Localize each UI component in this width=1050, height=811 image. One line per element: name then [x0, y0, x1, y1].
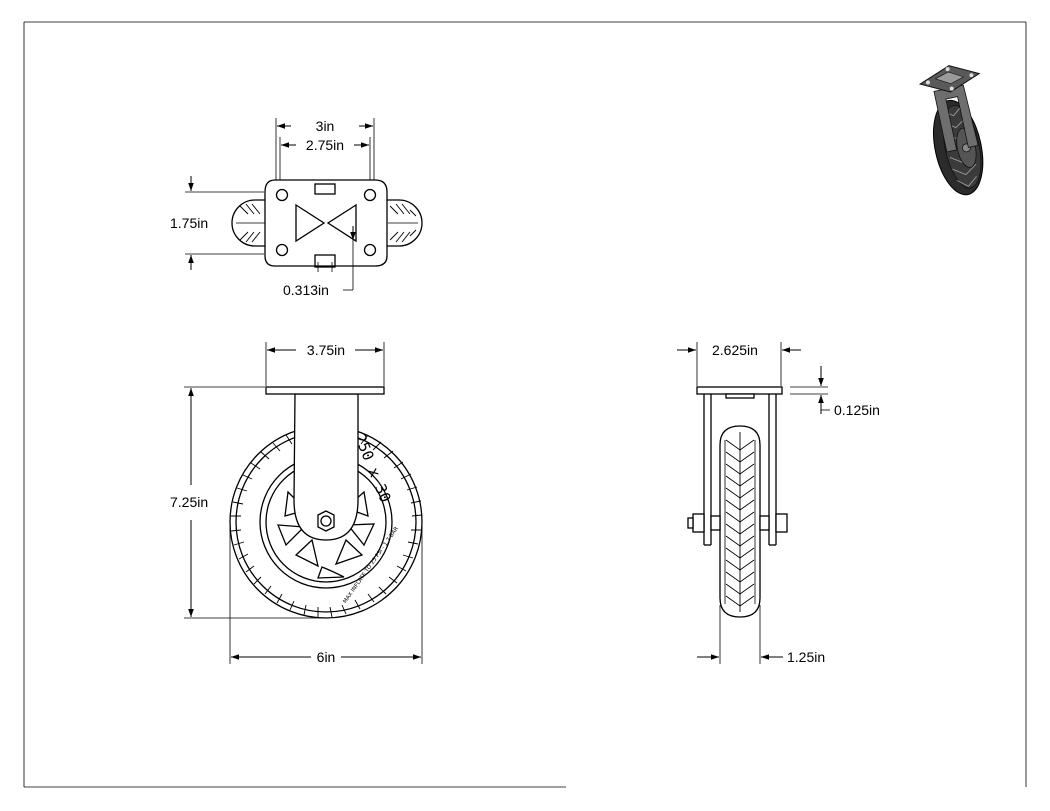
side-tire	[719, 425, 761, 618]
dim-1-75in: 1.75in	[170, 176, 264, 270]
dim-label-3-75in: 3.75in	[307, 342, 345, 358]
top-view: 3in 2.75in 1.75in 0.313in	[170, 118, 423, 298]
front-hub	[277, 490, 376, 579]
isometric-view	[918, 65, 984, 196]
dim-label-7-25in: 7.25in	[170, 494, 208, 510]
dim-2-75in: 2.75in	[279, 137, 371, 180]
dim-label-0-313in: 0.313in	[283, 282, 329, 298]
sheet-border	[23, 21, 1027, 788]
dim-3in: 3in	[275, 118, 375, 180]
front-view: 250 x 30 MAX INFLATE TO 25 PSI - 1.7 BAR…	[170, 342, 423, 665]
front-fork	[265, 386, 385, 541]
dim-0-313in: 0.313in	[283, 226, 356, 298]
dim-label-0-125in: 0.125in	[834, 402, 880, 418]
dim-2-625in: 2.625in	[677, 342, 801, 386]
dim-0-125in: 0.125in	[790, 366, 880, 418]
dim-label-3in: 3in	[316, 118, 335, 134]
dim-label-1-75in: 1.75in	[170, 215, 208, 231]
dim-6in: 6in	[229, 524, 423, 665]
side-fork	[687, 386, 788, 546]
dim-label-6in: 6in	[317, 649, 336, 665]
dim-3-75in: 3.75in	[265, 342, 385, 386]
side-view: 2.625in 0.125in 1.25in	[677, 342, 880, 665]
dim-label-1-25in: 1.25in	[787, 649, 825, 665]
top-plate	[264, 179, 388, 272]
dim-7-25in: 7.25in	[170, 386, 326, 619]
dim-label-2-75in: 2.75in	[306, 137, 344, 153]
dim-1-25in: 1.25in	[697, 605, 825, 665]
dim-label-2-625in: 2.625in	[712, 342, 758, 358]
